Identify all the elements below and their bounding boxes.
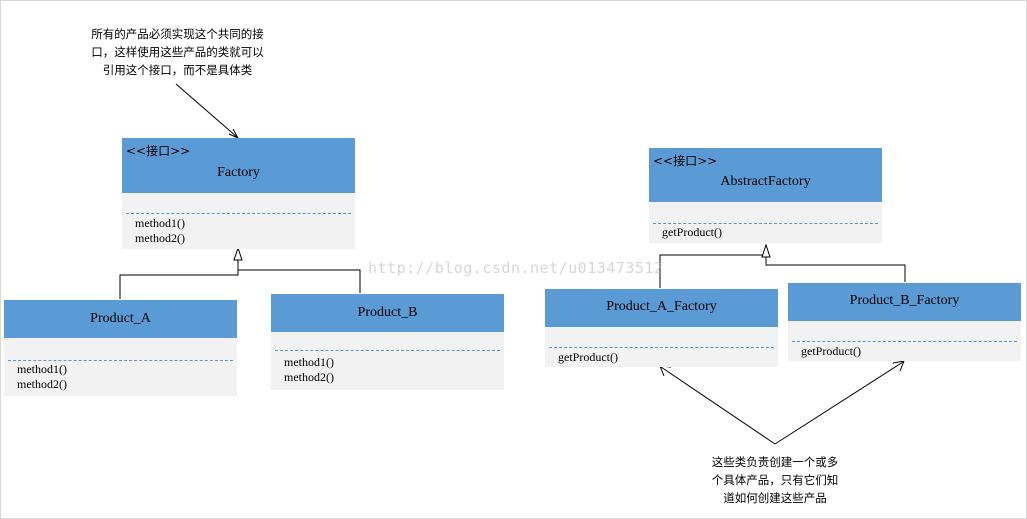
note-line: 道如何创建这些产品 <box>723 491 827 505</box>
note-arrow-line <box>175 83 238 138</box>
class-name: Factory <box>217 165 260 180</box>
separator <box>126 213 351 214</box>
class-product-a-factory[interactable]: Product_A_Factory getProduct() <box>545 289 778 367</box>
inherit-line-product-b <box>238 269 361 293</box>
operation: method2() <box>135 231 185 245</box>
class-factory[interactable]: <<接口>> Factory method1() method2() <box>122 138 355 249</box>
operation: method1() <box>135 216 185 230</box>
class-abstract-factory[interactable]: <<接口>> AbstractFactory getProduct() <box>649 148 882 243</box>
operation: method2() <box>284 370 334 384</box>
stereotype-label: <<接口>> <box>126 144 191 158</box>
stereotype-label: <<接口>> <box>653 154 718 168</box>
note-arrow-right-line <box>774 361 904 445</box>
note-arrow-left-line <box>660 366 776 445</box>
class-header: Product_B <box>271 294 504 332</box>
class-header: Product_A_Factory <box>545 289 778 327</box>
note-concrete-factories: 这些类负责创建一个或多 个具体产品，只有它们知 道如何创建这些产品 <box>690 453 860 507</box>
operations: getProduct() <box>801 344 861 359</box>
operations: method1() method2() <box>284 355 334 385</box>
class-header: <<接口>> Factory <box>122 138 355 193</box>
note-arrow-right-head <box>892 360 905 372</box>
operation: getProduct() <box>558 350 618 364</box>
operations: method1() method2() <box>17 362 67 392</box>
class-header: <<接口>> AbstractFactory <box>649 148 882 202</box>
operations: getProduct() <box>558 350 618 365</box>
watermark: http://blog.csdn.net/u013473512 <box>368 259 664 277</box>
inherit-line-product-b-factory <box>765 258 906 282</box>
operations: method1() method2() <box>135 216 185 246</box>
inherit-line-product-a-factory <box>659 254 767 288</box>
operation: getProduct() <box>662 225 722 239</box>
note-line: 所有的产品必须实现这个共同的接 <box>91 27 264 41</box>
note-line: 引用这个接口，而不是具体类 <box>102 63 253 77</box>
operation: method2() <box>17 377 67 391</box>
class-product-b[interactable]: Product_B method1() method2() <box>271 294 504 390</box>
class-name: Product_B <box>357 305 418 320</box>
note-interface: 所有的产品必须实现这个共同的接 口，这样使用这些产品的类就可以 引用这个接口，而… <box>60 25 295 79</box>
separator <box>653 223 878 224</box>
inherit-line-product-a <box>119 259 239 299</box>
class-product-b-factory[interactable]: Product_B_Factory getProduct() <box>788 283 1021 361</box>
inherit-triangle-factory <box>233 246 243 261</box>
class-name: Product_A_Factory <box>606 299 717 314</box>
class-product-a[interactable]: Product_A method1() method2() <box>4 300 237 396</box>
class-name: Product_B_Factory <box>849 293 960 308</box>
note-line: 这些类负责创建一个或多 <box>711 455 839 469</box>
operation: method1() <box>284 355 334 369</box>
note-line: 口，这样使用这些产品的类就可以 <box>91 45 264 59</box>
class-name: Product_A <box>90 311 151 326</box>
operation: getProduct() <box>801 344 861 358</box>
operation: method1() <box>17 362 67 376</box>
class-name: AbstractFactory <box>720 174 811 189</box>
class-header: Product_A <box>4 300 237 338</box>
operations: getProduct() <box>662 225 722 240</box>
inherit-triangle-abstract-factory <box>761 243 771 258</box>
separator <box>275 350 500 351</box>
separator <box>792 341 1017 342</box>
separator <box>549 347 774 348</box>
class-header: Product_B_Factory <box>788 283 1021 321</box>
note-line: 个具体产品，只有它们知 <box>711 473 839 487</box>
separator <box>8 360 233 361</box>
